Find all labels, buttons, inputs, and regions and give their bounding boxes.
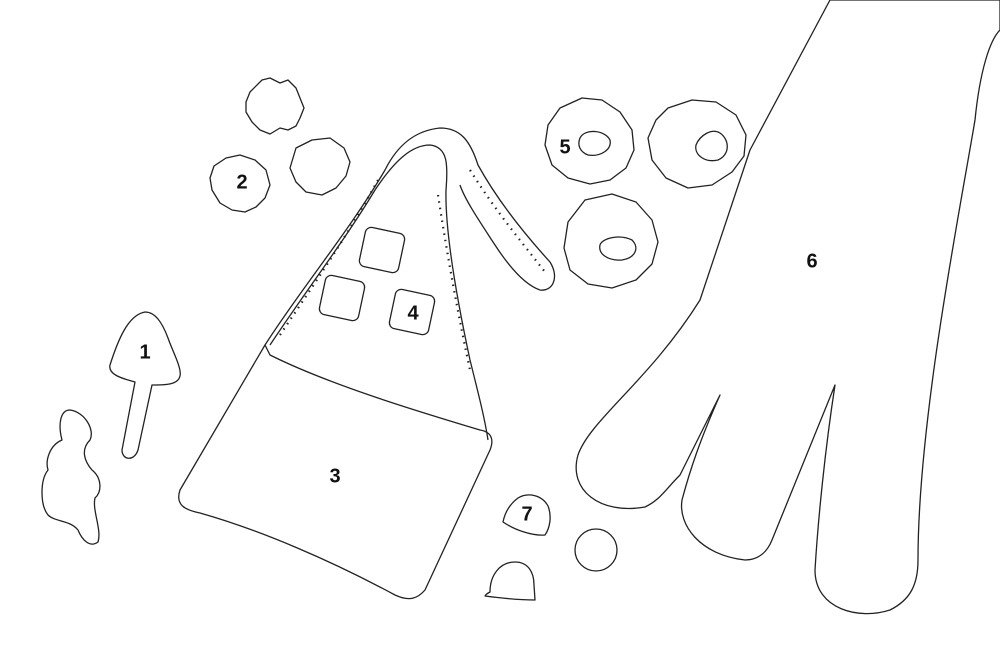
piece-4-windows: 4: [318, 226, 436, 336]
blob-piece: [41, 409, 101, 545]
piece-6-label: 6: [806, 250, 817, 272]
piece-3-label: 3: [329, 465, 340, 487]
piece-5-rings: 5: [544, 97, 747, 289]
piece-5-label: 5: [559, 136, 570, 158]
piece-2-label: 2: [236, 171, 247, 193]
piece-3-bag: 3: [178, 127, 556, 600]
piece-2-pompoms: 2: [209, 77, 351, 213]
piece-7-label: 7: [521, 503, 532, 525]
piece-6-hand: 6: [575, 0, 1000, 615]
piece-4-label: 4: [407, 302, 419, 324]
piece-7-small-pieces: 7: [484, 494, 618, 601]
piece-1-label: 1: [139, 341, 150, 363]
piece-1-mushroom: 1: [109, 311, 181, 459]
